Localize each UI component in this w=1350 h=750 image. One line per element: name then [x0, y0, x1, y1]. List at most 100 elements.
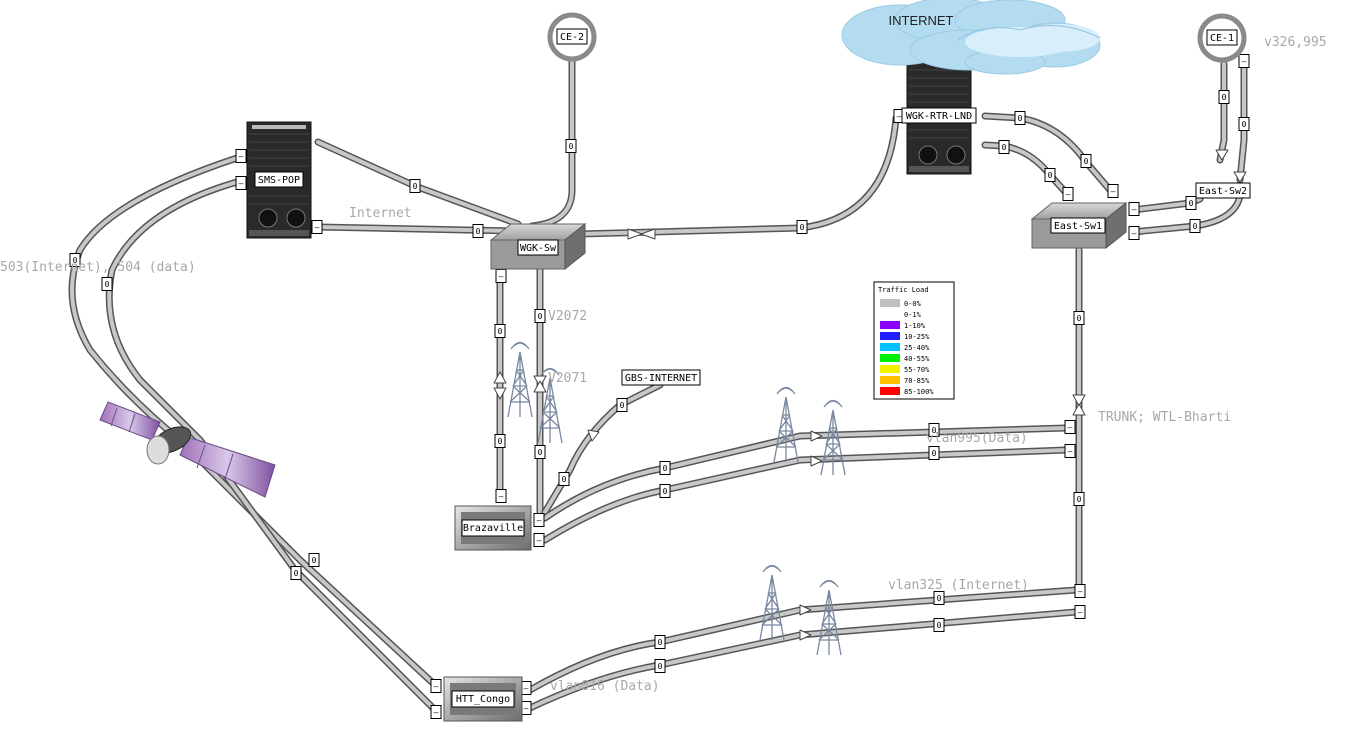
- legend-swatch: [880, 343, 900, 351]
- bw-label-value: 0: [1084, 157, 1089, 166]
- node-wgk-sw[interactable]: WGK-Sw: [489, 222, 587, 271]
- bw-label-box: [1073, 311, 1085, 325]
- bw-label-box: [409, 179, 421, 193]
- arrowheads: [493, 149, 1247, 641]
- link-smspop-wgksw-internet[interactable]: [314, 223, 519, 235]
- legend-label: 0-1%: [904, 311, 922, 319]
- label-sat-link: 503(Internet), 504 (data): [0, 260, 196, 275]
- node-ce1[interactable]: CE-1: [1197, 13, 1247, 63]
- node-label-east-sw2: East-Sw2: [1199, 186, 1247, 197]
- bw-label-value: 0: [294, 569, 299, 578]
- satellite-icon: [99, 401, 276, 498]
- bw-label-value: 0: [663, 464, 668, 473]
- node-east-sw2[interactable]: East-Sw2: [1195, 182, 1251, 199]
- legend-label: 25-40%: [904, 344, 930, 352]
- bw-label-box: [933, 591, 945, 605]
- bw-label-value: –: [1242, 57, 1247, 66]
- bw-label-box: [565, 139, 577, 153]
- bw-label-box: [69, 253, 81, 267]
- bw-label-box: [1073, 492, 1085, 506]
- bw-label-value: –: [1132, 229, 1137, 238]
- bw-label-value: –: [499, 272, 504, 281]
- legend-label: 55-70%: [904, 366, 930, 374]
- bw-label-box: [659, 484, 671, 498]
- link-ce1-eastsw2-b[interactable]: [1236, 56, 1248, 184]
- bw-label-value: 0: [1242, 120, 1247, 129]
- bw-label-value: 0: [1018, 114, 1023, 123]
- link-ce1-eastsw2-a[interactable]: [1216, 60, 1228, 164]
- bw-label-value: 0: [538, 448, 543, 457]
- bw-label-box: [654, 659, 666, 673]
- label-ce1-link: v326,995: [1264, 35, 1327, 50]
- legend-label: 40-55%: [904, 355, 930, 363]
- bw-label-value: 0: [800, 223, 805, 232]
- link-wgksw-wgkrtr[interactable]: [576, 114, 900, 238]
- legend-label: 10-25%: [904, 333, 930, 341]
- radio-tower-icon: [816, 579, 842, 656]
- node-wgk-rtr-lnd[interactable]: WGK-RTR-LND: [901, 59, 977, 175]
- bw-label-value: 0: [1048, 171, 1053, 180]
- bw-label-box: [534, 309, 546, 323]
- traffic-legend: Traffic Load 0-0%0-1%1-10%10-25%25-40%40…: [873, 281, 955, 400]
- bw-label-box: [430, 679, 442, 693]
- bw-label-value: 0: [413, 182, 418, 191]
- label-v2072: V2072: [548, 309, 587, 324]
- node-label-htt-congo: HTT_Congo: [456, 694, 510, 705]
- bw-label-box: [616, 398, 628, 412]
- bw-label-box: [1062, 187, 1074, 201]
- radio-towers: [507, 341, 846, 656]
- bw-label-value: 0: [498, 327, 503, 336]
- link-smspop-sat-b[interactable]: [105, 178, 439, 714]
- bw-label-box: [928, 423, 940, 437]
- bw-label-box: [235, 149, 247, 163]
- bw-label-box: [308, 553, 320, 567]
- radio-tower-icon: [537, 367, 563, 444]
- bw-label-box: [1074, 605, 1086, 619]
- bw-label-box: [654, 635, 666, 649]
- cloud-label-internet: INTERNET: [889, 13, 954, 28]
- bw-label-value: –: [434, 708, 439, 717]
- label-v2071: V2071: [548, 371, 587, 386]
- bw-label-box: [1064, 444, 1076, 458]
- node-htt-congo[interactable]: HTT_Congo: [443, 676, 523, 722]
- bw-label-value: –: [524, 704, 529, 713]
- bw-label-value: –: [499, 492, 504, 501]
- legend-swatch: [880, 332, 900, 340]
- node-brazaville[interactable]: Brazaville: [454, 505, 532, 551]
- bw-label-value: 0: [538, 312, 543, 321]
- node-internet-cloud[interactable]: INTERNET: [841, 0, 1101, 75]
- node-label-ce1: CE-1: [1210, 33, 1234, 44]
- bw-label-box: [533, 533, 545, 547]
- node-label-ce2: CE-2: [560, 32, 584, 43]
- bw-label-value: 0: [663, 487, 668, 496]
- bw-label-box: [558, 472, 570, 486]
- bw-label-box: [998, 140, 1010, 154]
- node-gbs-internet[interactable]: GBS-INTERNET: [621, 369, 701, 386]
- bw-label-value: –: [1068, 447, 1073, 456]
- legend-title: Traffic Load: [878, 286, 929, 294]
- radio-tower-icon: [759, 564, 785, 641]
- bandwidth-labels: 00–0–0–000000–0–0–00000000000000000000––…: [69, 54, 1250, 719]
- bw-label-value: 0: [1189, 199, 1194, 208]
- link-brazaville-vlan995-b[interactable]: [541, 446, 1070, 544]
- legend-swatch: [880, 299, 900, 307]
- bw-label-value: 0: [658, 638, 663, 647]
- node-ce2[interactable]: CE-2: [547, 12, 597, 62]
- bw-label-value: 0: [569, 142, 574, 151]
- bw-label-value: –: [1078, 587, 1083, 596]
- bw-label-box: [533, 513, 545, 527]
- legend-swatch: [880, 321, 900, 329]
- link-wgkrtr-eastsw1-b[interactable]: [981, 141, 1072, 199]
- node-sms-pop[interactable]: SMS-POP: [246, 121, 312, 239]
- bw-label-value: –: [524, 684, 529, 693]
- bw-label-value: –: [239, 179, 244, 188]
- bw-label-value: –: [537, 516, 542, 525]
- bw-label-box: [1185, 196, 1197, 210]
- node-east-sw1[interactable]: East-Sw1: [1030, 201, 1128, 250]
- link-smspop-sat-a[interactable]: [68, 154, 439, 689]
- bw-label-value: 0: [105, 280, 110, 289]
- bw-label-value: 0: [1002, 143, 1007, 152]
- bw-label-box: [928, 446, 940, 460]
- bw-label-box: [1128, 226, 1140, 240]
